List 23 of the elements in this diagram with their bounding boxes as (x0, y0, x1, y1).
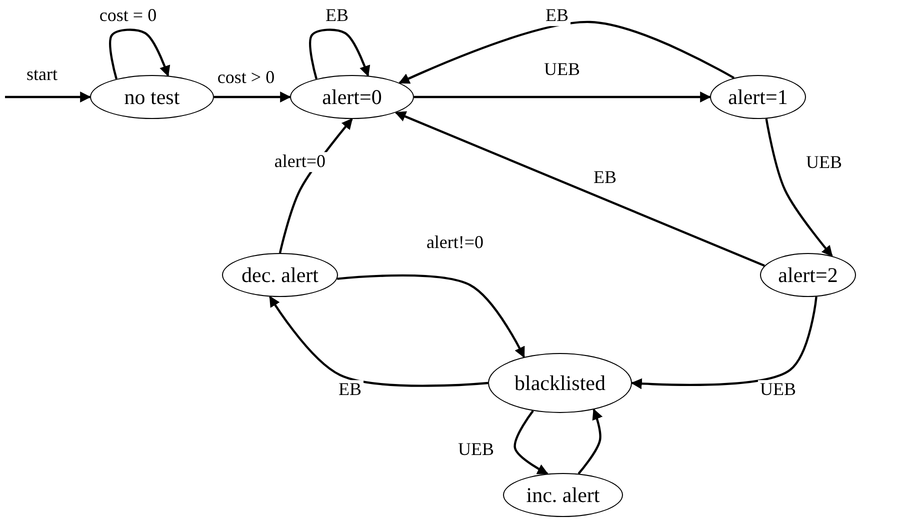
state-name: alert=0 (322, 84, 382, 110)
arrow (109, 28, 170, 80)
arrow (414, 92, 712, 102)
state-name: alert=1 (728, 84, 788, 110)
arrow (5, 92, 92, 102)
edge-label: alert=0 (272, 152, 328, 172)
arrow (630, 296, 818, 390)
state-name: inc. alert (526, 482, 600, 508)
state-ellipse (760, 253, 856, 297)
arrow (309, 28, 370, 80)
arrow (269, 296, 488, 387)
arrow (398, 20, 735, 84)
arrow (765, 118, 833, 257)
edge-label: EB (544, 6, 570, 26)
arrow (578, 408, 602, 474)
arrow (337, 274, 525, 358)
state-name: blacklisted (514, 370, 606, 396)
arrow (514, 410, 548, 475)
arrow (214, 92, 292, 102)
state-name: no test (124, 84, 180, 110)
arrow (394, 111, 765, 267)
state-name: dec. alert (242, 262, 318, 288)
state-name: alert=2 (778, 262, 838, 288)
